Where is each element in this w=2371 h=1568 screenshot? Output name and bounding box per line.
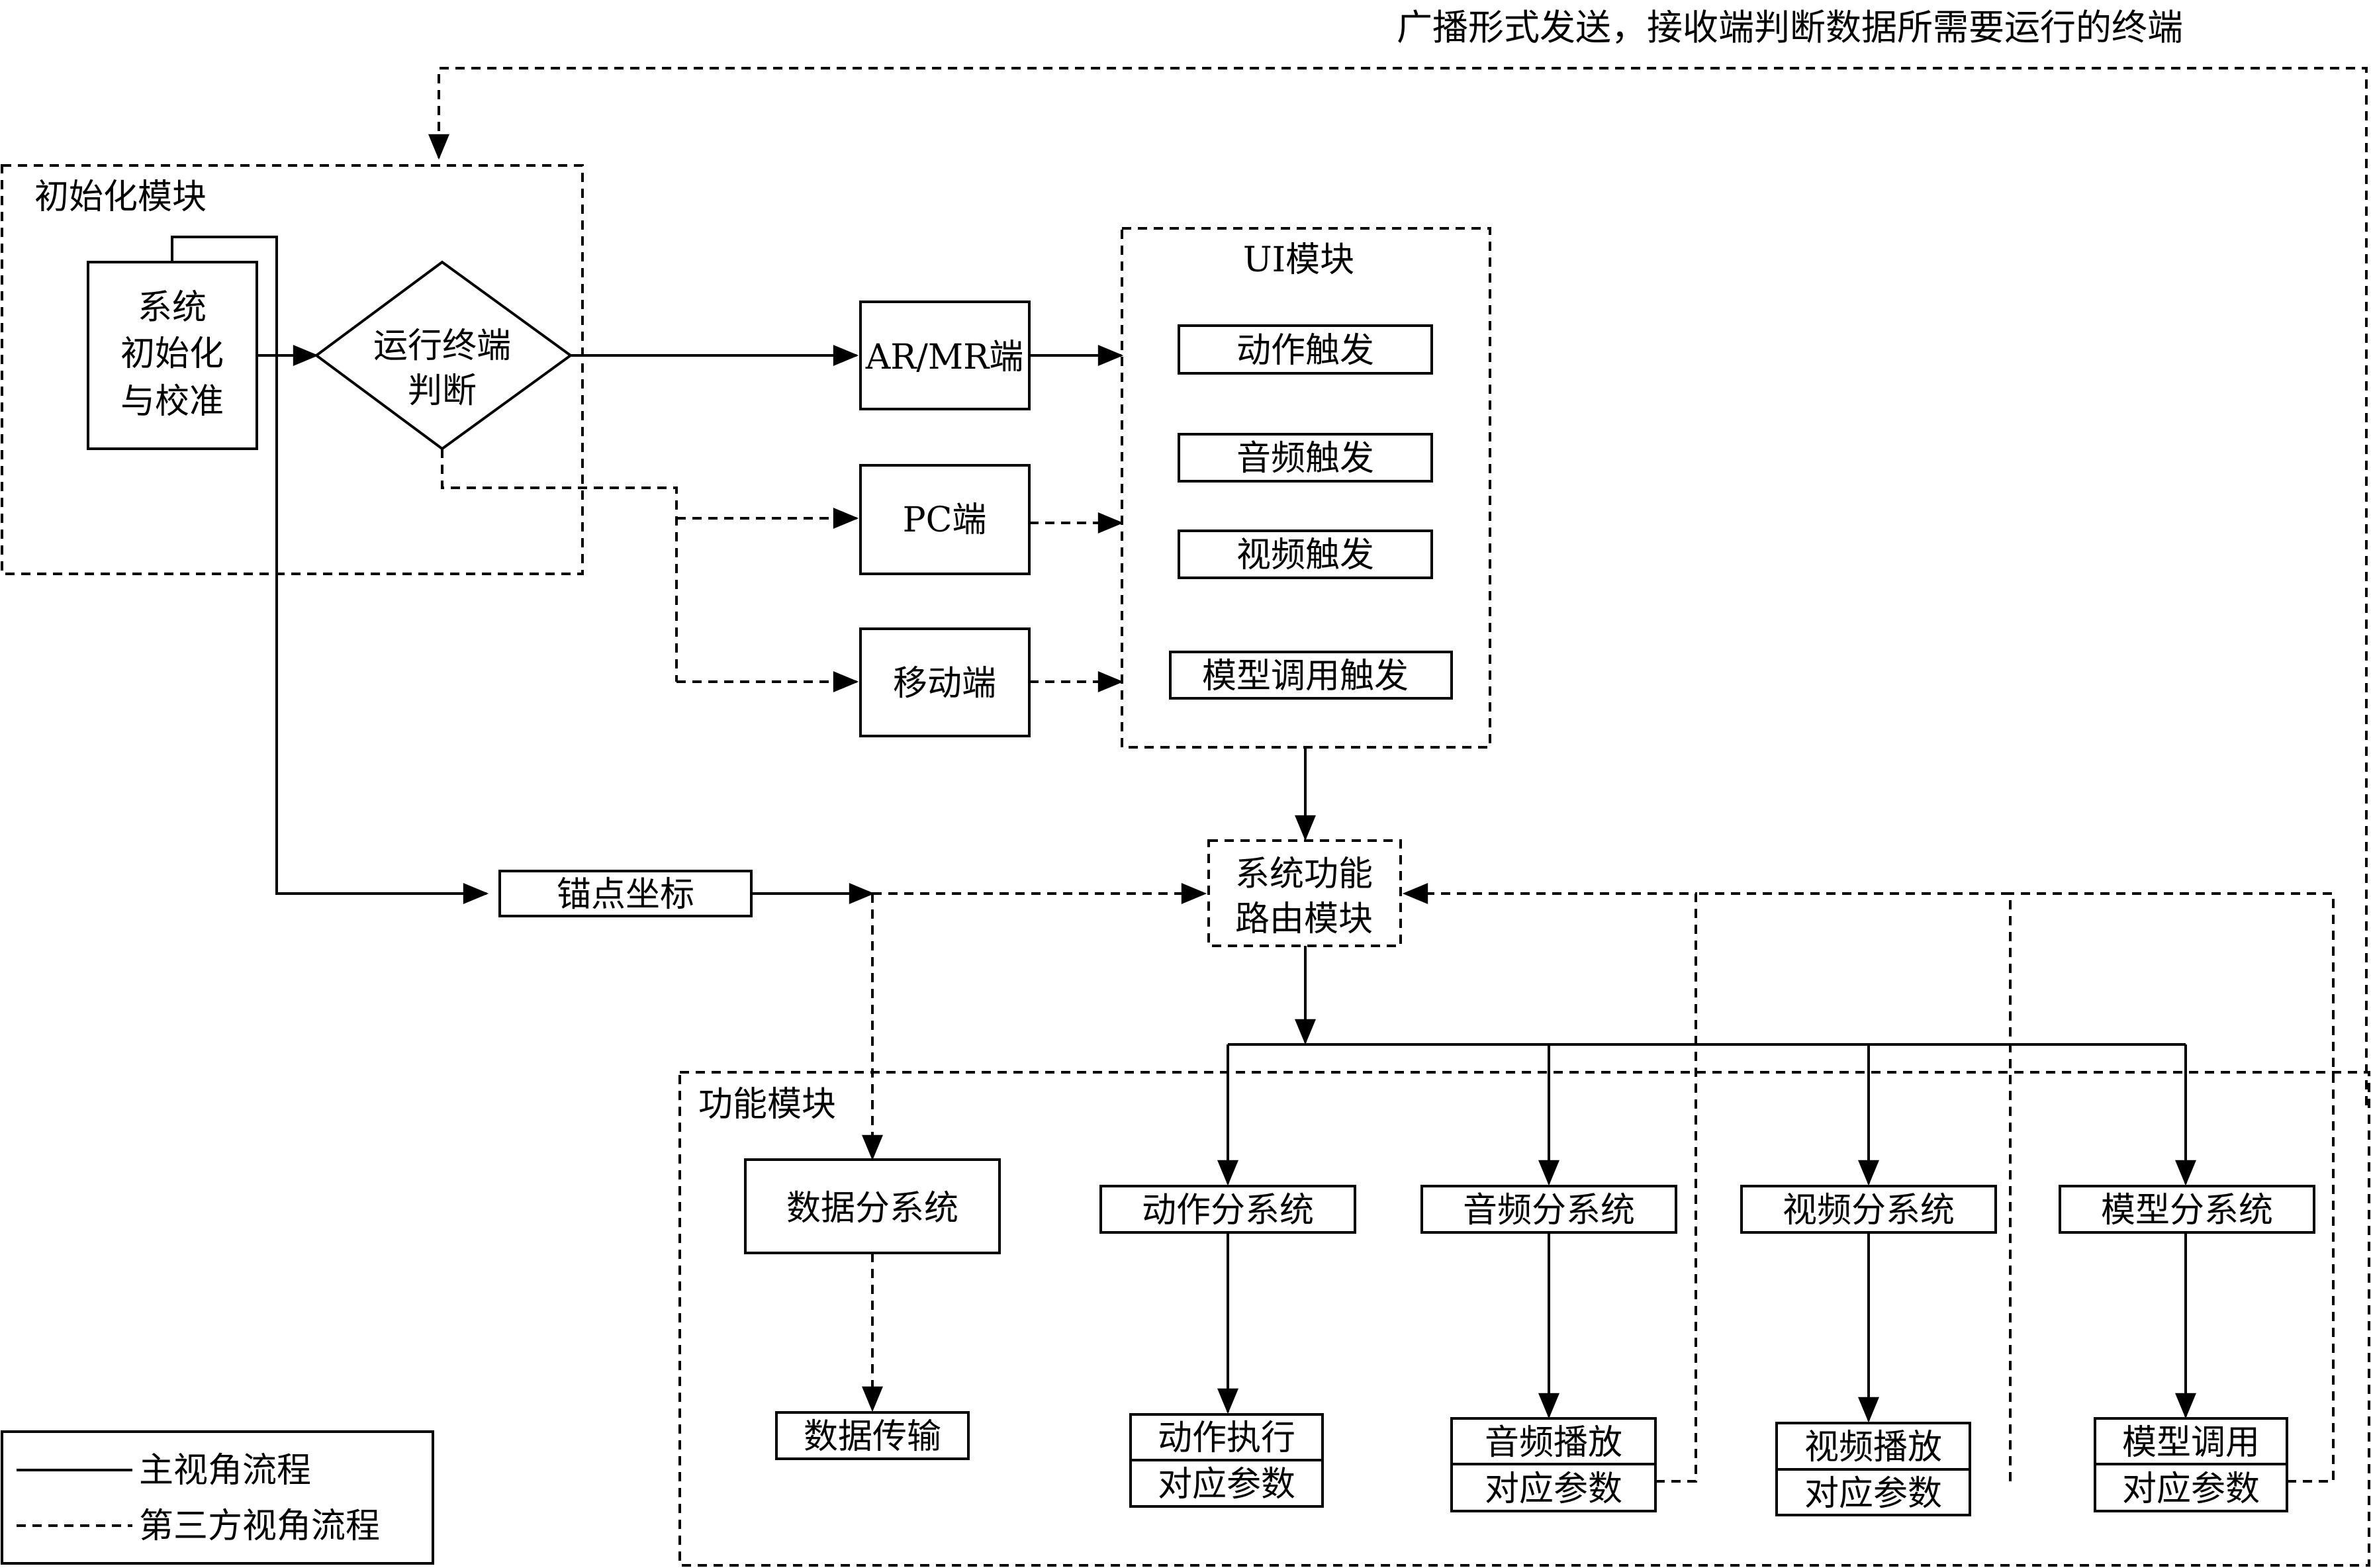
action-subsystem-box [1099, 1185, 1356, 1234]
pc-terminal-label: PC端 [903, 500, 987, 540]
pc-terminal-box [859, 464, 1031, 575]
armr-terminal-label: AR/MR端 [865, 338, 1024, 377]
ui-module-label: UI模块 [1243, 240, 1354, 280]
ui-item-model: 模型调用触发 [1202, 657, 1409, 696]
video-subsystem-label: 视频分系统 [1783, 1191, 1955, 1230]
judge-branch-dashed [441, 449, 678, 682]
action-output-line2: 对应参数 [1158, 1465, 1295, 1504]
data-subsystem-box [744, 1158, 1001, 1254]
router-box [1207, 839, 1402, 947]
legend-box [1, 1430, 434, 1565]
data-subsystem-label: 数据分系统 [786, 1189, 958, 1228]
legend-third-label: 第三方视角流程 [139, 1506, 380, 1546]
ui-item-video: 视频触发 [1236, 535, 1374, 575]
model-output-line2: 对应参数 [2122, 1469, 2260, 1509]
system-init-line2: 初始化 [120, 334, 224, 374]
audio-feedback-line [1402, 883, 1697, 1483]
terminal-judge-line1: 运行终端 [373, 326, 511, 366]
anchor-box [498, 870, 753, 917]
function-module-label: 功能模块 [698, 1085, 836, 1125]
router-line1: 系统功能 [1235, 854, 1373, 894]
legend-main-label: 主视角流程 [139, 1451, 311, 1491]
anchor-label: 锚点坐标 [557, 875, 694, 915]
video-output-line1: 视频播放 [1804, 1428, 1942, 1467]
audio-output-line2: 对应参数 [1485, 1469, 1622, 1509]
ui-item-action: 动作触发 [1236, 331, 1374, 371]
model-output-line1: 模型调用 [2122, 1423, 2260, 1463]
ui-item-video-box [1178, 530, 1433, 579]
router-line2: 路由模块 [1235, 899, 1373, 939]
armr-terminal-box [859, 300, 1031, 410]
data-transfer-box [775, 1411, 970, 1460]
init-module-frame [1, 164, 584, 575]
init-bracket-line [171, 236, 489, 904]
model-subsystem-label: 模型分系统 [2101, 1191, 2273, 1230]
system-init-line3: 与校准 [120, 382, 224, 422]
action-subsystem-label: 动作分系统 [1142, 1191, 1314, 1230]
function-module-frame [678, 1071, 2370, 1567]
system-init-line1: 系统 [138, 288, 207, 328]
model-feedback-line [2010, 892, 2335, 1483]
mobile-terminal-label: 移动端 [893, 664, 996, 704]
video-output-line2: 对应参数 [1804, 1474, 1942, 1514]
broadcast-loop [428, 67, 2368, 1105]
terminal-judge-line2: 判断 [408, 371, 477, 411]
broadcast-note: 广播形式发送，接收端判断数据所需要运行的终端 [1397, 7, 2183, 48]
ui-item-audio-box [1178, 433, 1433, 483]
init-module-label: 初始化模块 [34, 177, 207, 217]
data-transfer-label: 数据传输 [804, 1417, 941, 1457]
ui-item-model-box [1169, 651, 1453, 700]
audio-output-line1: 音频播放 [1485, 1423, 1622, 1463]
ui-item-audio: 音频触发 [1236, 439, 1374, 479]
action-output-line1: 动作执行 [1158, 1418, 1295, 1458]
audio-subsystem-box [1420, 1185, 1677, 1234]
ui-item-action-box [1178, 324, 1433, 375]
audio-subsystem-label: 音频分系统 [1463, 1191, 1635, 1230]
